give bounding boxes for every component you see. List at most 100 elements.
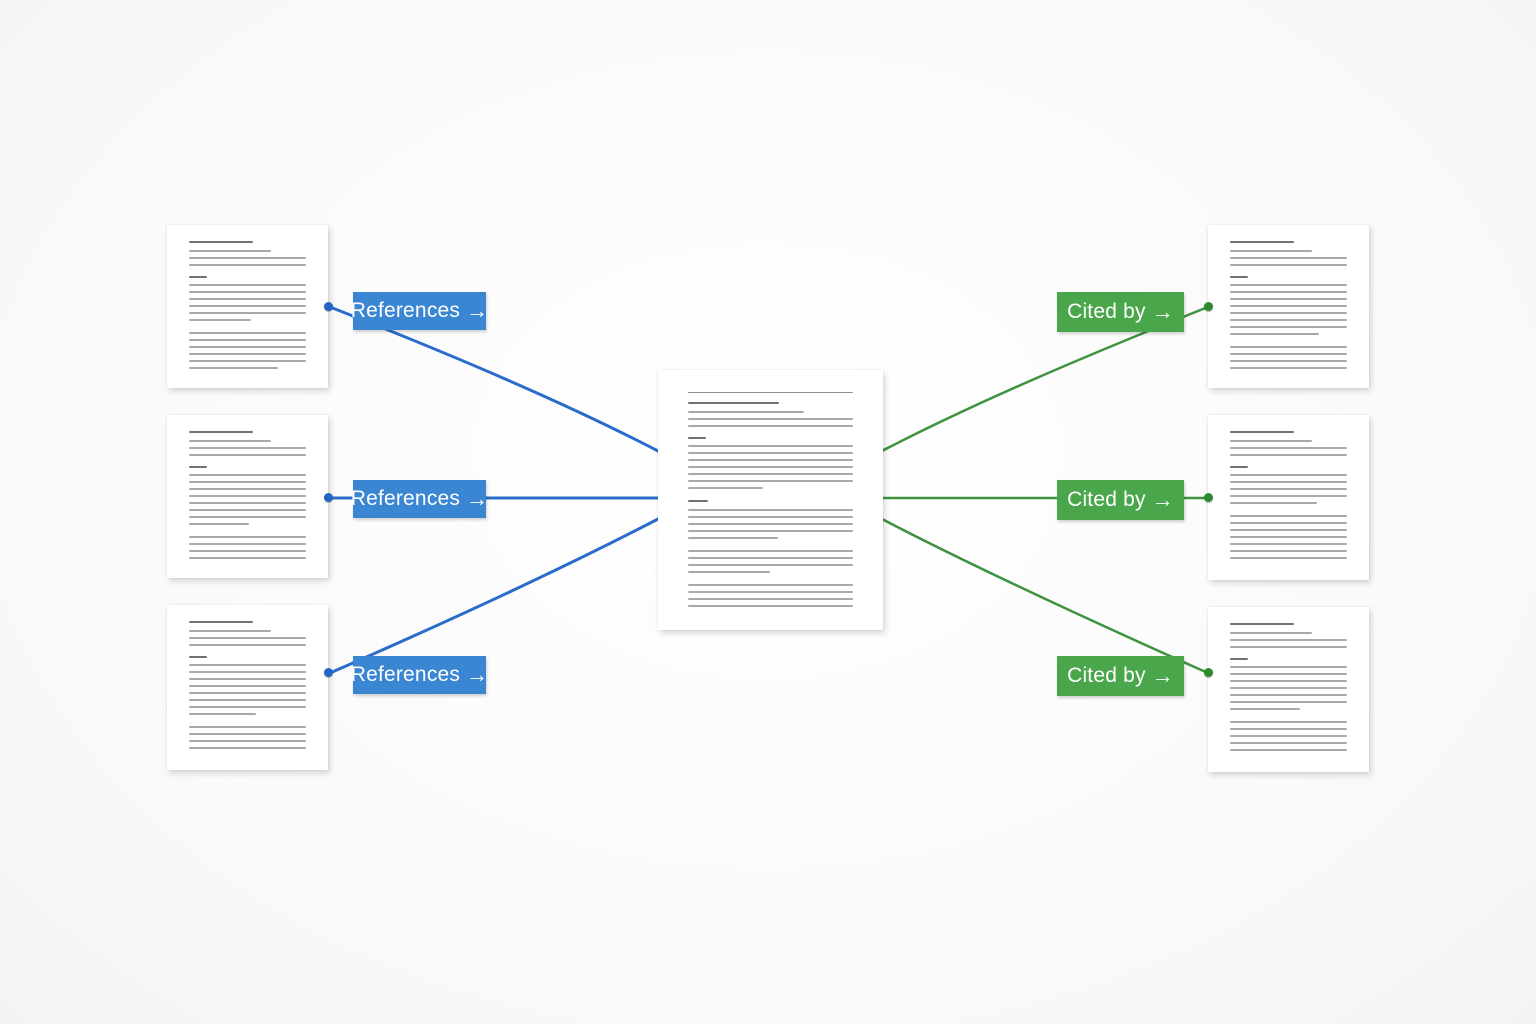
citing-paper-3[interactable] — [1208, 607, 1369, 772]
text-line — [189, 692, 306, 694]
text-line — [1230, 488, 1347, 490]
text-line — [688, 516, 853, 518]
text-line — [1230, 241, 1295, 243]
text-line — [189, 319, 251, 321]
text-line — [1230, 447, 1347, 449]
citing-paper-2[interactable] — [1208, 415, 1369, 580]
text-line — [688, 598, 853, 600]
text-line — [688, 584, 853, 586]
text-line — [189, 621, 254, 623]
text-line — [189, 630, 271, 632]
reference-paper-1[interactable] — [167, 225, 328, 388]
text-line — [688, 591, 853, 593]
text-line — [189, 353, 306, 355]
text-line — [1230, 326, 1347, 328]
text-line — [688, 500, 708, 502]
text-line — [189, 339, 306, 341]
text-line — [1230, 623, 1295, 625]
reference-paper-3[interactable] — [167, 605, 328, 770]
text-line — [189, 523, 249, 525]
text-line — [1230, 367, 1347, 369]
text-line — [189, 264, 306, 266]
text-line — [1230, 522, 1347, 524]
text-line — [688, 480, 853, 482]
text-line — [189, 733, 306, 735]
text-line — [1230, 728, 1347, 730]
text-line — [688, 452, 853, 454]
text-line — [189, 706, 306, 708]
text-line — [1230, 658, 1248, 660]
cited-by-label-text: Cited by — [1067, 664, 1146, 687]
references-label-3[interactable]: References → — [351, 656, 488, 694]
text-line — [688, 530, 853, 532]
right-arrow-icon: → — [1151, 487, 1174, 512]
text-line — [189, 332, 306, 334]
text-line — [189, 637, 306, 639]
pushpin-icon — [1204, 668, 1213, 677]
text-line — [1230, 466, 1248, 468]
text-line — [189, 305, 306, 307]
text-line — [1230, 701, 1347, 703]
text-line — [189, 747, 306, 749]
text-line — [1230, 673, 1347, 675]
text-line — [189, 276, 207, 278]
text-line — [1230, 291, 1347, 293]
text-line — [189, 685, 306, 687]
text-line — [688, 418, 853, 420]
text-line — [1230, 346, 1347, 348]
text-line — [1230, 454, 1347, 456]
text-line — [688, 487, 764, 489]
text-line — [1230, 694, 1347, 696]
text-line — [189, 699, 306, 701]
cited-by-label-text: Cited by — [1067, 488, 1146, 511]
text-line — [189, 298, 306, 300]
text-line — [189, 431, 254, 433]
references-label-1[interactable]: References → — [350, 292, 488, 330]
references-label-2[interactable]: References → — [350, 480, 489, 518]
text-line — [189, 284, 306, 286]
text-line — [189, 656, 207, 658]
text-line — [1230, 353, 1347, 355]
references-label-text: References — [350, 487, 461, 510]
text-line — [1230, 360, 1347, 362]
text-line — [189, 713, 256, 715]
text-line — [688, 445, 853, 447]
text-line — [189, 543, 306, 545]
text-line — [1230, 474, 1347, 476]
text-line — [1230, 749, 1347, 751]
text-line — [1230, 305, 1347, 307]
focal-paper[interactable] — [658, 370, 883, 630]
right-arrow-icon: → — [1151, 663, 1174, 688]
text-line — [1230, 687, 1347, 689]
text-line — [189, 509, 306, 511]
reference-paper-2[interactable] — [167, 415, 328, 578]
cited-by-label-2[interactable]: Cited by → — [1057, 480, 1184, 520]
cited-by-label-3[interactable]: Cited by → — [1057, 656, 1184, 696]
text-line — [688, 466, 853, 468]
text-line — [1230, 639, 1347, 641]
text-line — [1230, 735, 1347, 737]
text-line — [1230, 543, 1347, 545]
pushpin-icon — [324, 668, 333, 677]
text-line — [688, 550, 853, 552]
text-line — [189, 550, 306, 552]
text-line — [189, 481, 306, 483]
cited-by-label-1[interactable]: Cited by → — [1057, 292, 1184, 332]
text-line — [189, 312, 306, 314]
text-line — [688, 564, 853, 566]
text-line — [189, 502, 306, 504]
text-line — [189, 241, 254, 243]
cited-by-label-text: Cited by — [1067, 300, 1146, 323]
text-line — [189, 740, 306, 742]
text-line — [688, 425, 853, 427]
text-line — [1230, 666, 1347, 668]
text-line — [688, 557, 853, 559]
citing-paper-1[interactable] — [1208, 225, 1369, 388]
references-label-text: References — [350, 299, 461, 322]
text-line — [688, 523, 853, 525]
right-arrow-icon: → — [466, 486, 489, 511]
text-line — [189, 488, 306, 490]
text-line — [688, 402, 779, 404]
text-line — [1230, 708, 1300, 710]
